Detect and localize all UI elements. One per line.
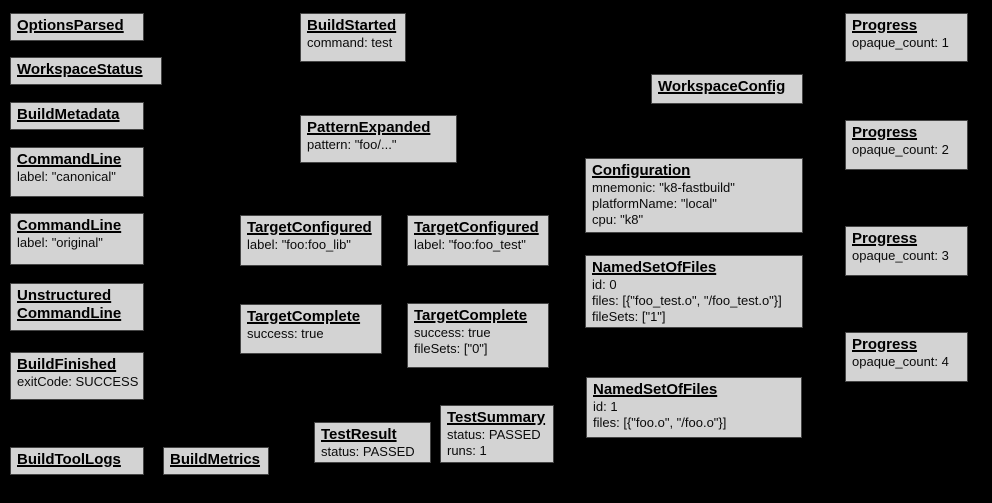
node-command-line-original: CommandLine label: "original" xyxy=(10,213,144,265)
node-workspace-config: WorkspaceConfig xyxy=(651,74,803,104)
node-title: WorkspaceConfig xyxy=(658,78,786,95)
node-configuration: Configuration mnemonic: "k8-fastbuild" p… xyxy=(585,158,803,233)
node-field: fileSets: ["1"] xyxy=(592,309,666,324)
node-title: BuildFinished xyxy=(17,356,117,373)
node-title: BuildMetadata xyxy=(17,106,120,123)
node-title: PatternExpanded xyxy=(307,119,431,136)
node-field: label: "foo:foo_lib" xyxy=(247,237,351,252)
node-field: cpu: "k8" xyxy=(592,212,644,227)
node-title: TargetConfigured xyxy=(247,219,372,236)
node-progress-1: Progress opaque_count: 1 xyxy=(845,13,968,62)
node-title: TestResult xyxy=(321,426,397,443)
node-field: success: true xyxy=(414,325,491,340)
node-command-line-canonical: CommandLine label: "canonical" xyxy=(10,147,144,197)
node-title: CommandLine xyxy=(17,217,122,234)
node-build-metadata: BuildMetadata xyxy=(10,102,144,130)
node-build-metrics: BuildMetrics xyxy=(163,447,269,475)
node-title: NamedSetOfFiles xyxy=(593,381,718,398)
node-title: TargetComplete xyxy=(247,308,361,325)
node-field: id: 0 xyxy=(592,277,617,292)
node-test-result: TestResult status: PASSED xyxy=(314,422,431,463)
node-title: Progress xyxy=(852,230,918,247)
node-field: status: PASSED xyxy=(321,444,415,459)
node-progress-2: Progress opaque_count: 2 xyxy=(845,120,968,170)
node-title: TargetConfigured xyxy=(414,219,539,236)
node-target-configured-foo-test: TargetConfigured label: "foo:foo_test" xyxy=(407,215,549,266)
node-workspace-status: WorkspaceStatus xyxy=(10,57,162,85)
node-test-summary: TestSummary status: PASSED runs: 1 xyxy=(440,405,554,463)
node-field: id: 1 xyxy=(593,399,618,414)
node-title: TestSummary xyxy=(447,409,546,426)
node-field: label: "original" xyxy=(17,235,103,250)
node-title: BuildToolLogs xyxy=(17,451,121,468)
node-title: CommandLine xyxy=(17,151,122,168)
node-title: Unstructured CommandLine xyxy=(17,287,122,322)
node-title: Progress xyxy=(852,336,918,353)
node-field: files: [{"foo_test.o", "/foo_test.o"}] xyxy=(592,293,782,308)
node-field: success: true xyxy=(247,326,324,341)
node-field: mnemonic: "k8-fastbuild" xyxy=(592,180,735,195)
node-field: opaque_count: 1 xyxy=(852,35,949,50)
node-title: BuildStarted xyxy=(307,17,397,34)
node-field: opaque_count: 3 xyxy=(852,248,949,263)
node-field: exitCode: SUCCESS xyxy=(17,374,139,389)
node-field: status: PASSED xyxy=(447,427,541,442)
node-field: opaque_count: 2 xyxy=(852,142,949,157)
node-field: fileSets: ["0"] xyxy=(414,341,488,356)
node-named-set-of-files-1: NamedSetOfFiles id: 1 files: [{"foo.o", … xyxy=(586,377,802,438)
node-target-configured-foo-lib: TargetConfigured label: "foo:foo_lib" xyxy=(240,215,382,266)
node-field: opaque_count: 4 xyxy=(852,354,949,369)
node-field: command: test xyxy=(307,35,393,50)
node-title: BuildMetrics xyxy=(170,451,261,468)
node-build-finished: BuildFinished exitCode: SUCCESS xyxy=(10,352,144,400)
node-progress-4: Progress opaque_count: 4 xyxy=(845,332,968,382)
node-build-started: BuildStarted command: test xyxy=(300,13,406,62)
node-field: pattern: "foo/..." xyxy=(307,137,397,152)
node-named-set-of-files-0: NamedSetOfFiles id: 0 files: [{"foo_test… xyxy=(585,255,803,328)
node-field: platformName: "local" xyxy=(592,196,717,211)
node-title: NamedSetOfFiles xyxy=(592,259,717,276)
node-target-complete-foo-test: TargetComplete success: true fileSets: [… xyxy=(407,303,549,368)
node-title: OptionsParsed xyxy=(17,17,124,34)
node-field: label: "canonical" xyxy=(17,169,116,184)
node-options-parsed: OptionsParsed xyxy=(10,13,144,41)
node-field: label: "foo:foo_test" xyxy=(414,237,526,252)
node-progress-3: Progress opaque_count: 3 xyxy=(845,226,968,276)
node-unstructured-command-line: Unstructured CommandLine xyxy=(10,283,144,331)
node-title: Progress xyxy=(852,124,918,141)
node-field: runs: 1 xyxy=(447,443,487,458)
node-title: TargetComplete xyxy=(414,307,528,324)
node-title: Progress xyxy=(852,17,918,34)
node-title: WorkspaceStatus xyxy=(17,61,143,78)
node-build-tool-logs: BuildToolLogs xyxy=(10,447,144,475)
node-title: Configuration xyxy=(592,162,691,179)
node-pattern-expanded: PatternExpanded pattern: "foo/..." xyxy=(300,115,457,163)
node-field: files: [{"foo.o", "/foo.o"}] xyxy=(593,415,727,430)
node-target-complete-foo-lib: TargetComplete success: true xyxy=(240,304,382,354)
